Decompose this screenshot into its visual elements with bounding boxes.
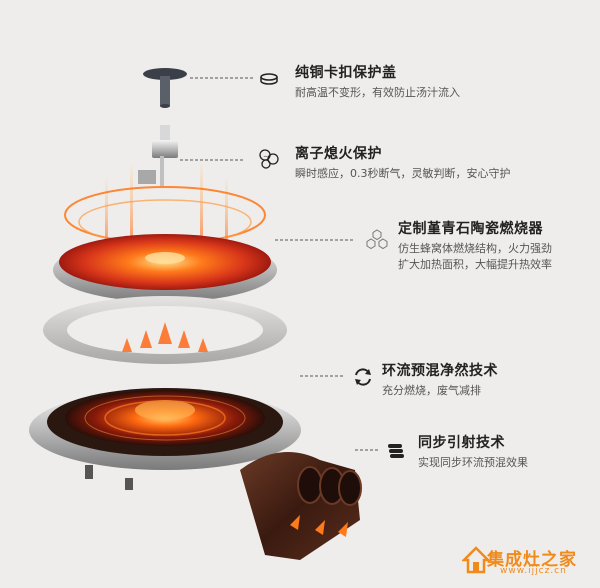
copper-cap-icon [260, 73, 278, 85]
injector-pipes-part [240, 452, 362, 560]
feature-desc: 瞬时感应，0.3秒断气，灵敏判断，安心守护 [295, 167, 511, 180]
feature-circulation: 环流预混净然技术 充分燃烧，废气减排 [382, 360, 498, 399]
feature-desc: 充分燃烧，废气减排 [382, 384, 481, 397]
feature-desc-line: 扩大加热面积，大幅提升热效率 [398, 258, 552, 271]
feature-desc-line: 仿生蜂窝体燃烧结构，火力强劲 [398, 242, 552, 255]
feature-ion-protection: 离子熄火保护 瞬时感应，0.3秒断气，灵敏判断，安心守护 [295, 143, 511, 182]
watermark-url: www.ijjcz.cn [500, 566, 567, 576]
circulation-icon [355, 368, 371, 386]
honeycomb-icon [366, 229, 388, 250]
gasket-ring-part [43, 296, 287, 364]
feature-title: 同步引射技术 [418, 435, 505, 451]
ion-probe-part [138, 125, 178, 186]
ion-flame-protection-icon: − [259, 149, 279, 169]
watermark-text: 集成灶之家 [487, 550, 577, 570]
feature-title: 定制堇青石陶瓷燃烧器 [398, 221, 543, 237]
feature-injector: 同步引射技术 实现同步环流预混效果 [418, 432, 528, 471]
feature-title: 纯铜卡扣保护盖 [295, 65, 397, 81]
house-logo-icon [462, 546, 492, 574]
feature-desc: 耐高温不变形，有效防止汤汁流入 [295, 86, 460, 99]
burner-base-part [29, 388, 301, 490]
flame-lines [105, 158, 228, 255]
feature-ceramic-burner: 定制堇青石陶瓷燃烧器 仿生蜂窝体燃烧结构，火力强劲 扩大加热面积，大幅提升热效率 [398, 218, 552, 273]
injector-pipes-icon [388, 444, 404, 458]
ceramic-burner-part [53, 234, 277, 302]
svg-text:−: − [263, 153, 268, 160]
feature-title: 环流预混净然技术 [382, 363, 498, 379]
copper-cap-part [143, 68, 187, 108]
feature-desc: 实现同步环流预混效果 [418, 456, 528, 469]
feature-copper-cap: 纯铜卡扣保护盖 耐高温不变形，有效防止汤汁流入 [295, 62, 460, 101]
feature-title: 离子熄火保护 [295, 146, 382, 162]
